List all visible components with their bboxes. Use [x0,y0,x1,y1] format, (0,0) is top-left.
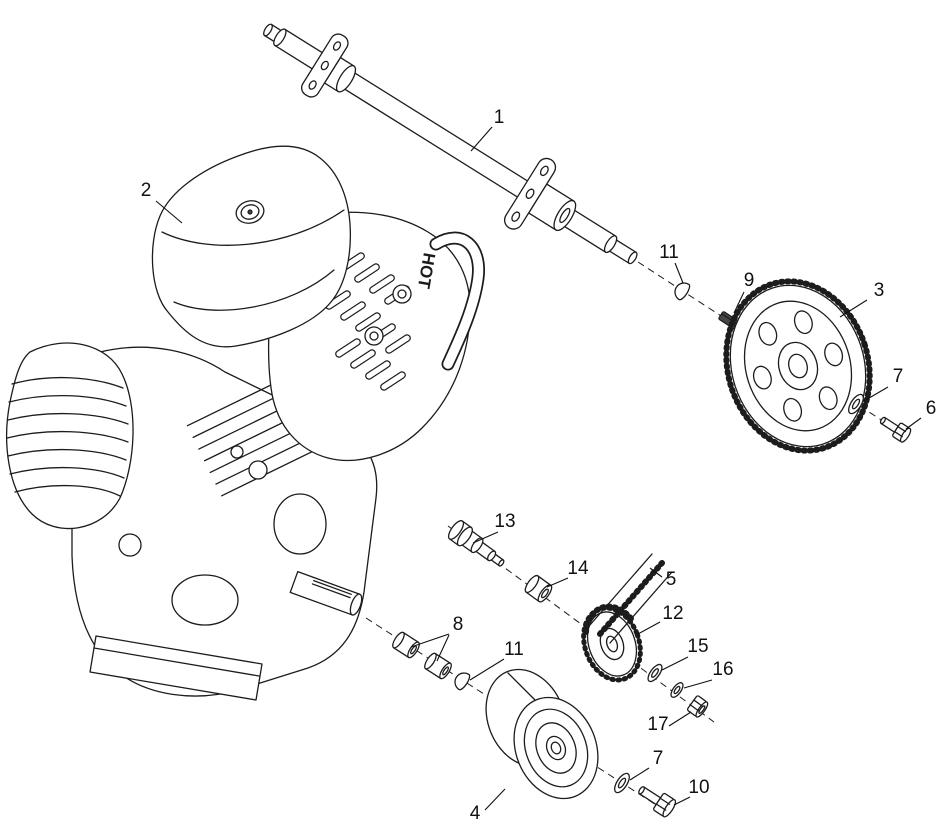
part-callouts: 1 2 3 11 9 7 6 13 14 5 12 [141,107,937,824]
engine-base-plate [89,635,263,701]
callout-bolt-axle: 6 [905,398,937,430]
engine-handle-tube [429,231,485,371]
crankcase-details [118,445,327,626]
svg-text:15: 15 [687,636,708,657]
axle-sprocket [723,278,873,454]
svg-text:5: 5 [666,569,677,590]
callout-chain-sprocket: 12 [637,603,684,635]
engine: HOT [6,145,485,701]
svg-text:7: 7 [653,748,664,769]
callout-jackshaft-bolt: 13 [472,511,516,544]
callout-clutch-drum: 4 [470,788,506,824]
bolt-clutch [638,786,677,818]
callout-spacer-bushings: 8 [410,614,464,662]
svg-text:12: 12 [662,603,683,624]
svg-text:7: 7 [893,366,904,387]
woodruff-key-axle [674,282,691,301]
svg-text:6: 6 [926,398,937,419]
woodruff-key-crankshaft [454,672,471,691]
jackshaft-stepped-bolt [447,520,505,567]
svg-text:14: 14 [567,558,589,579]
callout-engine: 2 [141,180,183,224]
hex-nut [686,695,709,718]
engine-fin-housing [6,342,134,530]
washer-axle [848,393,864,415]
svg-text:1: 1 [494,107,505,128]
callout-square-key: 9 [733,270,755,314]
spacer-bushing-b [424,652,452,680]
callout-woodruff-key-crankshaft: 11 [469,639,524,681]
fuel-cap [235,200,265,224]
spacer [524,574,553,603]
fuel-tank [151,145,352,348]
bolt-axle [879,416,912,443]
callout-bolt-clutch: 10 [673,777,710,806]
spacer-bushing-a [392,631,420,659]
shroud-bolts [364,284,412,346]
engine-output-shaft [289,571,363,616]
svg-text:3: 3 [874,280,885,301]
svg-text:2: 2 [141,180,152,201]
lock-washer [670,682,684,698]
svg-text:9: 9 [744,270,755,291]
chain-sprocket [581,605,643,683]
callout-roller-chain: 5 [649,567,677,590]
callout-axle-sprocket: 3 [839,280,885,318]
svg-text:10: 10 [688,777,709,798]
callout-axle-shaft: 1 [470,107,505,152]
clutch-drum [485,668,599,800]
callout-hex-nut: 17 [647,711,692,735]
svg-text:4: 4 [470,803,481,824]
callout-washer-clutch: 7 [629,748,664,781]
svg-text:17: 17 [647,714,668,735]
svg-text:11: 11 [659,242,679,263]
svg-text:8: 8 [453,614,464,635]
callout-washer-axle: 7 [863,366,904,402]
roller-chain [583,553,673,644]
callout-woodruff-key-axle: 11 [659,242,684,284]
svg-text:16: 16 [712,659,733,680]
callout-flat-washer: 15 [661,636,709,671]
washer-clutch [614,772,630,794]
svg-text:13: 13 [494,511,515,532]
housing-fins [6,376,129,497]
callout-spacer: 14 [546,558,589,588]
axle-shaft-assembly [263,23,638,265]
svg-text:11: 11 [504,639,524,660]
callout-lock-washer: 16 [683,659,734,689]
flat-washer [647,663,663,683]
